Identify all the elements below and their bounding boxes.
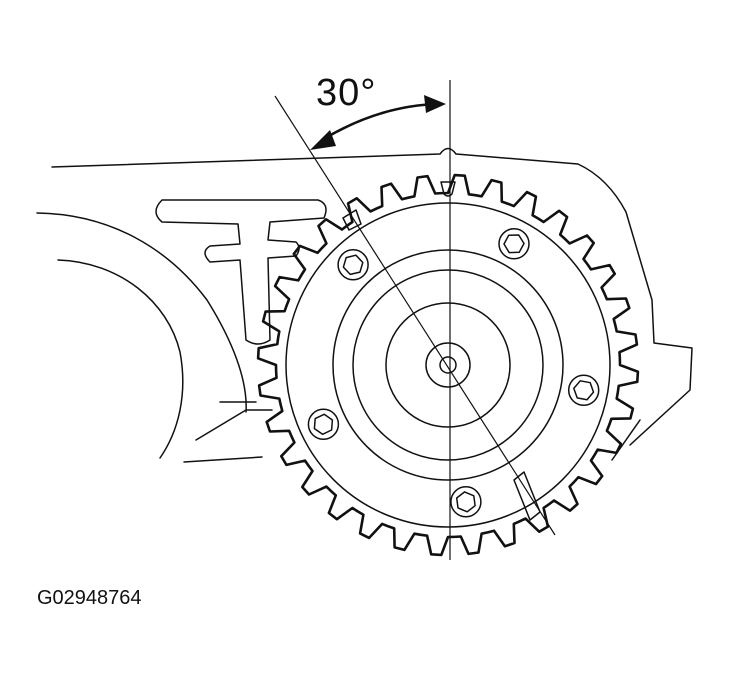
t-slot	[155, 199, 327, 345]
bolt-outer	[567, 374, 600, 407]
sprocket-ring-2	[352, 269, 544, 461]
key-slot	[513, 471, 541, 521]
angled-timing-mark	[342, 209, 362, 231]
angle-arrowhead-left	[310, 130, 336, 150]
bolt-head	[307, 408, 340, 441]
sprocket-ring-1	[332, 249, 564, 481]
angled-reference-line	[274, 95, 556, 536]
bolt-head	[450, 486, 482, 518]
bolt-hex-socket	[455, 491, 476, 513]
bolt-outer	[498, 228, 530, 260]
sprocket-ring-3	[385, 302, 511, 428]
sprocket-teeth	[256, 173, 640, 557]
housing-top-edge	[51, 147, 693, 446]
bolt-hex-socket	[313, 413, 334, 436]
bolt-head	[337, 249, 369, 281]
bolt-head	[567, 374, 600, 407]
bolt-hex-socket	[503, 234, 525, 254]
bolt-hex-socket	[573, 380, 595, 401]
sprocket-bolts	[307, 228, 600, 518]
housing-left-outline	[36, 212, 247, 413]
camshaft-sprocket	[256, 173, 640, 557]
angle-arrowhead-right	[424, 95, 446, 113]
bolt-outer	[450, 486, 482, 518]
angle-indicator	[310, 95, 446, 150]
sprocket-center-boss	[425, 342, 471, 388]
angle-label: 30°	[316, 72, 377, 114]
oil-slot	[155, 199, 327, 345]
housing-lower-edge	[183, 456, 263, 463]
figure-id: G02948764	[37, 587, 142, 609]
bolt-hex-socket	[342, 254, 364, 276]
bolt-outer	[337, 249, 369, 281]
housing-left-arc	[57, 259, 184, 459]
bolt-outer	[307, 408, 340, 441]
engine-housing	[36, 147, 693, 463]
sprocket-hub-rim	[285, 202, 611, 528]
bolt-head	[498, 228, 530, 260]
sprocket-center-bore	[439, 356, 457, 374]
housing-slant	[195, 409, 273, 441]
top-timing-mark	[440, 181, 456, 197]
